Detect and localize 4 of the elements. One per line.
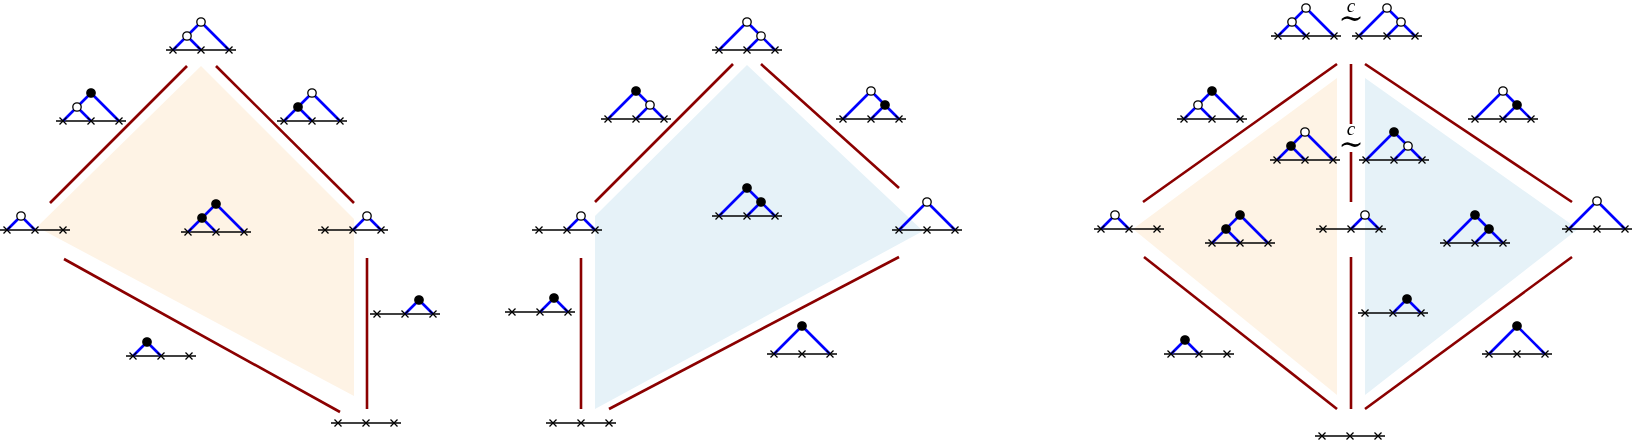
relation-symbol: ∼	[1338, 11, 1364, 25]
math-symbol-superscript: c	[1346, 0, 1356, 11]
math-symbol-superscript: c	[1346, 123, 1356, 134]
relation-symbol: ∼	[1338, 137, 1364, 151]
